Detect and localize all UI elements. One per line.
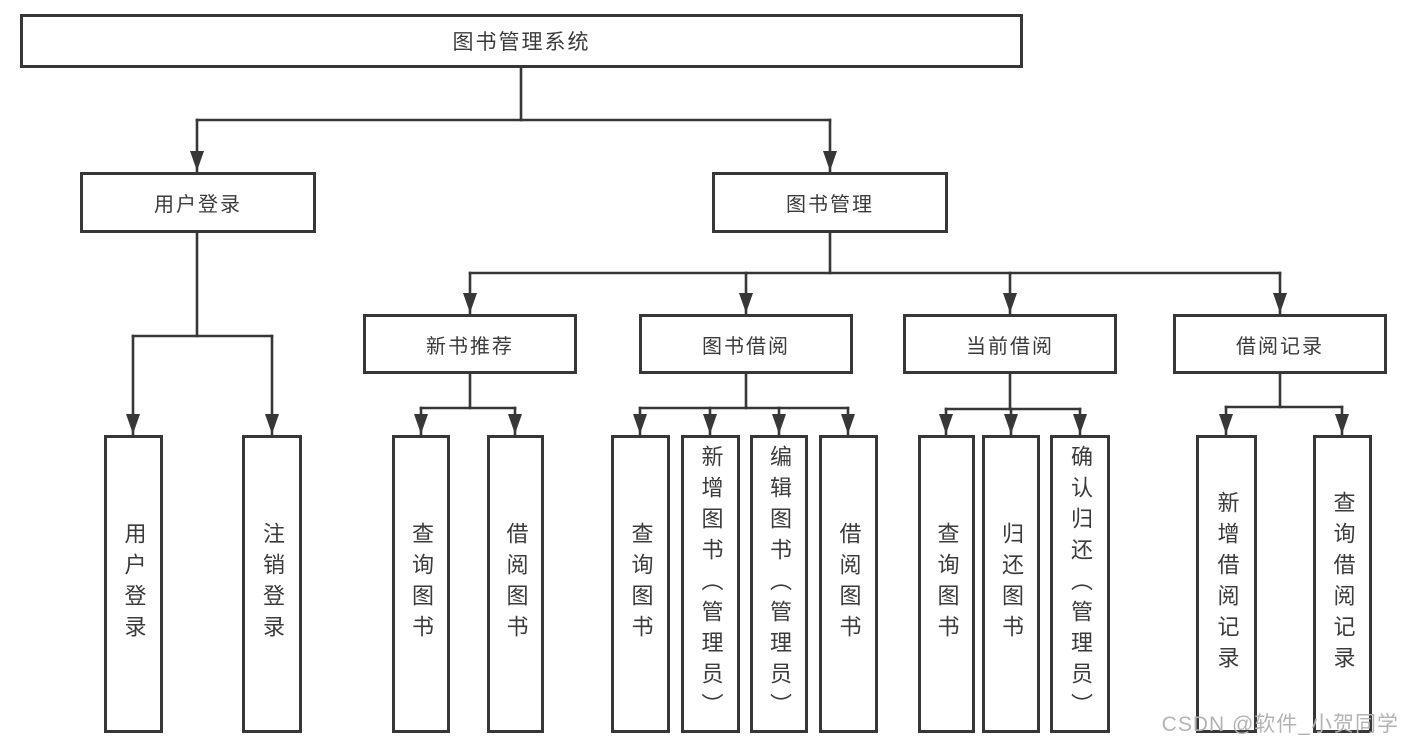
node-book-mgmt-label: 图书管理	[786, 194, 874, 216]
connector-book-mgmt	[463, 231, 1287, 315]
node-root: 图书管理系统	[20, 14, 1023, 68]
node-leaf-nb-borrow-book-label: 借阅图书	[503, 522, 529, 646]
node-leaf-user-login: 用户登录	[104, 435, 163, 733]
node-book-borrow-label: 图书借阅	[702, 335, 790, 358]
node-leaf-user-login-label: 用户登录	[121, 522, 147, 646]
node-leaf-cb-return-book-label: 归还图书	[999, 522, 1024, 646]
connector-current-borrow	[939, 372, 1087, 436]
node-leaf-bb-add-book-admin: 新增图书（管理员）	[681, 435, 740, 733]
connector-borrow-records	[1219, 372, 1349, 436]
node-leaf-bb-edit-book-admin-label: 编辑图书（管理员）	[767, 444, 792, 724]
node-user-login: 用户登录	[80, 172, 316, 233]
node-leaf-bb-query-book-label: 查询图书	[628, 522, 654, 646]
node-leaf-br-add-record-label: 新增借阅记录	[1214, 491, 1240, 677]
node-current-borrow: 当前借阅	[903, 314, 1117, 374]
node-leaf-nb-query-book: 查询图书	[392, 435, 450, 733]
node-leaf-nb-query-book-label: 查询图书	[409, 522, 434, 646]
node-leaf-cb-query-book-label: 查询图书	[934, 522, 960, 646]
node-borrow-records: 借阅记录	[1173, 314, 1387, 374]
node-leaf-bb-add-book-admin-label: 新增图书（管理员）	[698, 444, 724, 724]
node-book-borrow: 图书借阅	[639, 314, 853, 374]
node-leaf-br-add-record: 新增借阅记录	[1196, 435, 1257, 733]
connector-new-book-rec	[414, 372, 522, 436]
node-leaf-bb-borrow-book-label: 借阅图书	[836, 522, 862, 646]
node-leaf-br-query-record-label: 查询借阅记录	[1330, 491, 1356, 677]
node-leaf-cb-confirm-return-admin: 确认归还（管理员）	[1050, 435, 1110, 733]
node-leaf-cb-confirm-return-admin-label: 确认归还（管理员）	[1068, 444, 1093, 724]
node-leaf-cb-query-book: 查询图书	[918, 435, 975, 733]
node-user-login-label: 用户登录	[154, 194, 242, 216]
csdn-watermark: CSDN @软件_小贺同学	[1161, 713, 1399, 736]
node-leaf-bb-borrow-book: 借阅图书	[819, 435, 878, 733]
node-leaf-cb-return-book: 归还图书	[982, 435, 1040, 733]
node-new-book-rec: 新书推荐	[363, 314, 577, 374]
connector-book-borrow	[633, 372, 855, 436]
node-leaf-nb-borrow-book: 借阅图书	[487, 435, 544, 733]
node-leaf-br-query-record: 查询借阅记录	[1313, 435, 1372, 733]
connector-user-login	[126, 231, 279, 436]
node-leaf-logout: 注销登录	[242, 435, 302, 733]
node-leaf-logout-label: 注销登录	[260, 522, 285, 646]
node-current-borrow-label: 当前借阅	[966, 335, 1054, 358]
node-book-mgmt: 图书管理	[712, 172, 948, 233]
node-leaf-bb-query-book: 查询图书	[611, 435, 670, 733]
node-leaf-bb-edit-book-admin: 编辑图书（管理员）	[750, 435, 808, 733]
node-borrow-records-label: 借阅记录	[1236, 335, 1324, 358]
node-new-book-rec-label: 新书推荐	[426, 335, 514, 358]
connector-root	[190, 66, 837, 173]
node-root-label: 图书管理系统	[452, 31, 591, 54]
